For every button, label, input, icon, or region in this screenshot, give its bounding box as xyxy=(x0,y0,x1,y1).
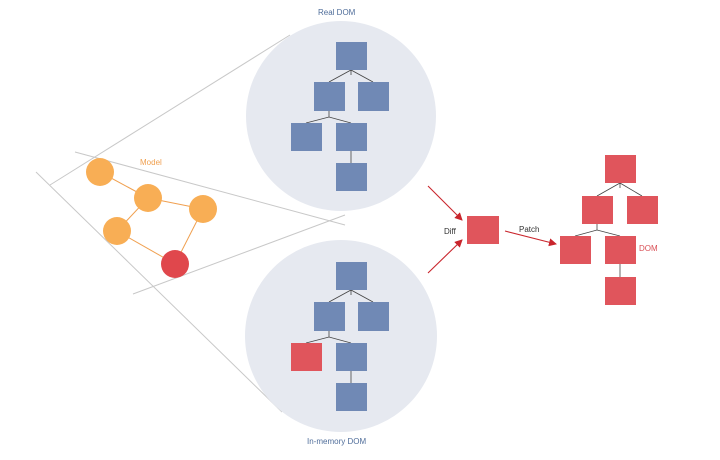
patched-dom-node-left xyxy=(582,196,613,224)
in-memory-dom-tree xyxy=(291,262,389,411)
in-memory-dom-node-left xyxy=(314,302,345,331)
model-graph xyxy=(86,158,217,278)
real-dom-tree xyxy=(291,42,389,191)
projection-line-top-lower xyxy=(74,151,346,226)
real-dom-node-leaf xyxy=(336,163,367,191)
diff-arrows xyxy=(427,185,557,274)
patched-dom-node-left-right xyxy=(605,236,636,264)
projection-line-bottom-lower xyxy=(35,171,283,413)
projection-line-top-upper xyxy=(49,34,291,186)
patched-dom-tree xyxy=(560,155,658,305)
in-memory-dom-node-root xyxy=(336,262,367,290)
real-dom-tree-edges xyxy=(305,69,374,163)
model-node-changed xyxy=(161,250,189,278)
projection-lines xyxy=(35,34,346,413)
dom-label: DOM xyxy=(639,244,658,253)
real-dom-node-right xyxy=(358,82,389,111)
in-memory-dom-tree-edges xyxy=(305,289,374,383)
arrow-memory-to-diff xyxy=(427,239,463,274)
arrow-patch xyxy=(504,230,557,247)
patch-label: Patch xyxy=(519,225,540,234)
in-memory-dom-node-leaf xyxy=(336,383,367,411)
model-node-1 xyxy=(86,158,114,186)
in-memory-dom-node-changed xyxy=(291,343,322,371)
real-dom-node-left-right xyxy=(336,123,367,151)
patched-dom-tree-edges xyxy=(574,182,643,277)
real-dom-node-root xyxy=(336,42,367,70)
in-memory-dom-node-left-right xyxy=(336,343,367,371)
model-node-3 xyxy=(189,195,217,223)
in-memory-dom-label: In-memory DOM xyxy=(307,437,367,446)
patched-dom-node-leaf xyxy=(605,277,636,305)
real-dom-label: Real DOM xyxy=(318,8,356,17)
diff-node xyxy=(467,216,499,244)
patched-dom-node-left-left xyxy=(560,236,591,264)
real-dom-circle xyxy=(246,21,436,211)
in-memory-dom-node-right xyxy=(358,302,389,331)
patched-dom-node-root xyxy=(605,155,636,183)
in-memory-dom-circle xyxy=(245,240,437,432)
arrow-real-to-diff xyxy=(427,185,463,221)
model-node-4 xyxy=(103,217,131,245)
model-node-2 xyxy=(134,184,162,212)
real-dom-node-left xyxy=(314,82,345,111)
patched-dom-node-right xyxy=(627,196,658,224)
diff-label: Diff xyxy=(444,227,456,236)
model-label: Model xyxy=(140,158,162,167)
real-dom-node-left-left xyxy=(291,123,322,151)
projection-line-bottom-upper xyxy=(132,214,346,295)
